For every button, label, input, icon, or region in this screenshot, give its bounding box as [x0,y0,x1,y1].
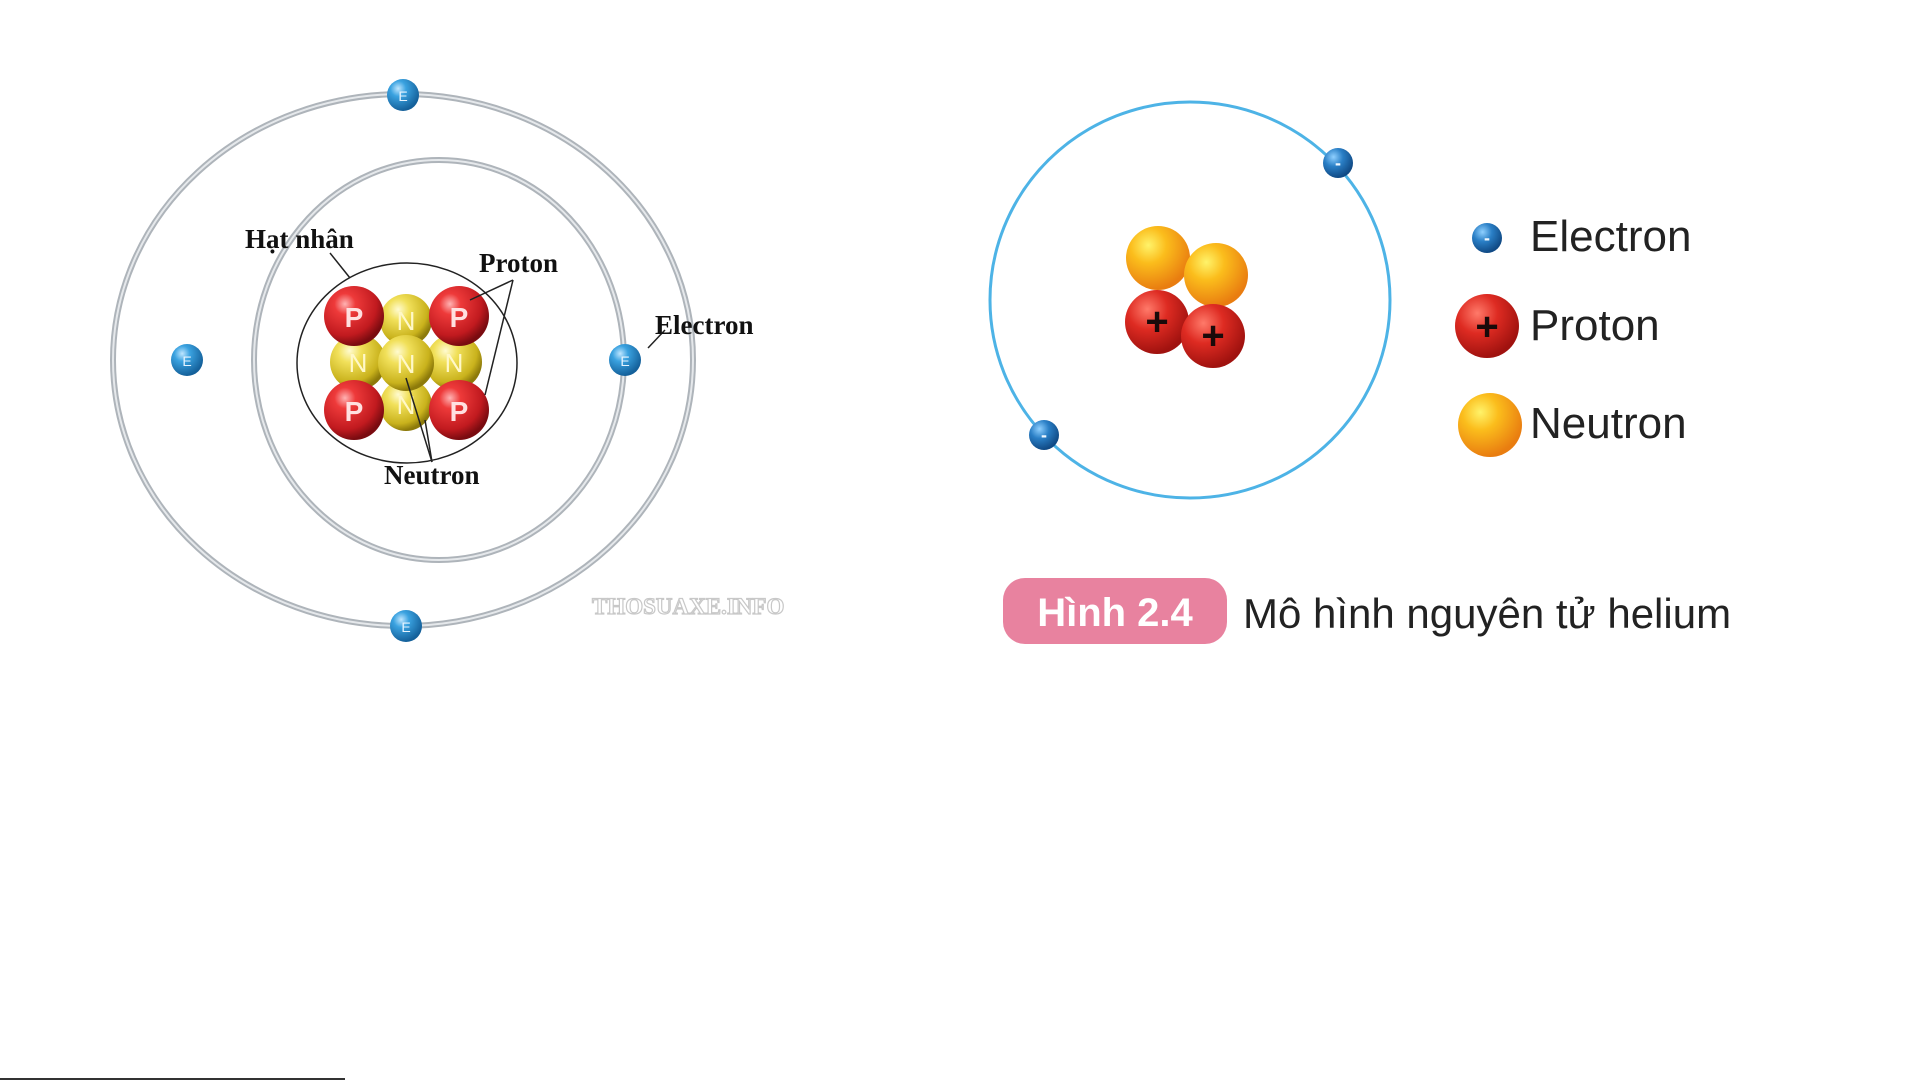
neutron [1184,243,1248,307]
neutron [1126,226,1190,290]
proton: + [1181,304,1245,368]
neutron-symbol: N [349,348,368,378]
proton-symbol: + [1145,300,1168,344]
label-neutron: Neutron [384,460,480,490]
proton-symbol: P [450,396,469,427]
electron: E [390,610,422,642]
electron: - [1323,148,1353,178]
legend-electron-symbol: - [1484,228,1490,248]
electron-symbol: - [1041,425,1047,445]
electron-symbol: - [1335,153,1341,173]
label-nucleus: Hạt nhân [245,224,354,254]
neutron-symbol: N [445,348,464,378]
proton: + [1125,290,1189,354]
legend-item-electron: - Electron [1472,212,1691,261]
watermark: THOSUAXE.INFO [592,594,784,619]
proton: P [429,380,489,440]
neutron-icon [1458,393,1522,457]
proton: P [324,286,384,346]
proton-symbol: P [345,302,364,333]
neutron-symbol: N [397,306,416,336]
proton-symbol: P [345,396,364,427]
helium-nucleus: + + [1125,226,1248,368]
proton-symbol: P [450,302,469,333]
electron: E [609,344,641,376]
proton: P [324,380,384,440]
legend-item-proton: + Proton [1455,294,1660,358]
legend: - Electron + Proton Neutron [1455,212,1691,457]
electron: - [1029,420,1059,450]
electron-symbol: E [182,353,191,369]
neutron: N [378,335,434,391]
electron-symbol: E [620,353,629,369]
legend-item-neutron: Neutron [1458,393,1687,457]
neutron-symbol: N [397,349,416,379]
legend-label-neutron: Neutron [1530,399,1687,448]
left-atom-diagram: N N N N P P P P [113,79,784,642]
legend-proton-symbol: + [1475,305,1498,349]
caption-badge-text: Hình 2.4 [1037,591,1193,635]
figure-caption: Hình 2.4 Mô hình nguyên tử helium [1003,578,1731,644]
neutron-symbol: N [397,390,416,420]
caption-text: Mô hình nguyên tử helium [1243,590,1731,637]
right-helium-diagram: + + - - - Electron + Pr [990,102,1731,644]
electron-symbol: E [401,619,410,635]
legend-label-proton: Proton [1530,301,1660,350]
legend-label-electron: Electron [1530,212,1691,261]
electron: E [171,344,203,376]
label-proton: Proton [479,248,558,278]
electron-symbol: E [398,88,407,104]
proton-symbol: + [1201,314,1224,358]
electron: E [387,79,419,111]
label-electron: Electron [655,310,753,340]
